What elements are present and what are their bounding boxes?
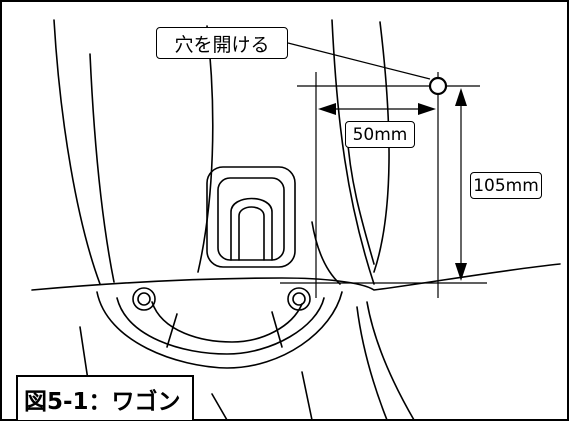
handle-recess-inner [217, 177, 285, 261]
drill-hole-callout: 穴を開ける [156, 27, 288, 59]
lower-strut-left [166, 313, 178, 348]
arrowhead-top [455, 88, 467, 106]
lower-housing-inner [116, 297, 325, 355]
handle-grip-inner [238, 206, 265, 261]
body-crease [346, 131, 375, 265]
pillar-right [373, 21, 390, 273]
lower-leg-right [301, 371, 313, 421]
bolt-left [132, 287, 156, 311]
lower-strut-right [271, 311, 283, 348]
arrowhead-bottom [455, 263, 467, 281]
figure-caption: 図5-1：ワゴン [16, 375, 194, 420]
dimension-label-vertical: 105mm [470, 172, 542, 199]
lower-frame-right [366, 301, 415, 421]
lower-frame-right-2 [356, 306, 388, 421]
arrowhead-right [418, 103, 436, 115]
pillar-left [331, 19, 375, 285]
leader-line [287, 42, 431, 80]
hole-marker [428, 76, 448, 96]
body-panel-inner-line [89, 53, 115, 283]
handle-grip [230, 197, 273, 261]
body-crease-2 [311, 221, 341, 285]
arrowhead-left [318, 103, 336, 115]
handle-recess-outer [206, 166, 296, 268]
lower-pan [151, 301, 303, 343]
body-panel-right-curve [197, 25, 214, 273]
body-panel-left-edge [53, 19, 101, 285]
body-bottom-edge [31, 263, 561, 291]
dimension-label-horizontal: 50mm [345, 121, 415, 148]
lower-housing [96, 291, 343, 369]
lower-tab [211, 393, 228, 421]
bolt-right [287, 287, 311, 311]
